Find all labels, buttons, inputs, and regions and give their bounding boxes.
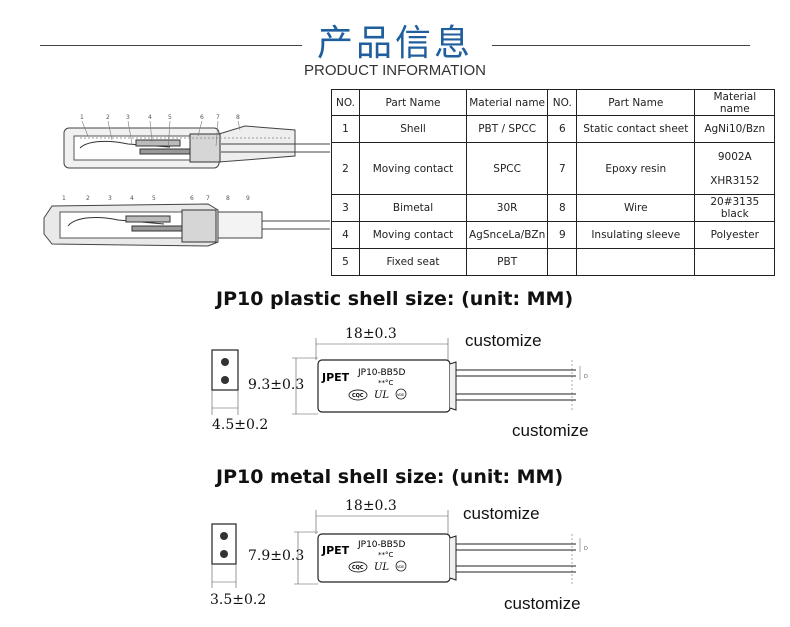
header-rule-right — [492, 45, 750, 46]
dim-d-label: D — [584, 374, 588, 380]
table-cell: Shell — [359, 115, 467, 143]
plastic-dimension-drawing: CQC UL VDE JPET JP10-BB5D **°C D — [211, 338, 588, 415]
cqc-mark: CQC — [352, 565, 364, 571]
table-cell: 9 — [547, 221, 578, 249]
callout-label: 8 — [236, 114, 240, 121]
metal-customize-top: customize — [463, 504, 540, 523]
table-cell: Bimetal — [359, 194, 467, 222]
page-title-en: PRODUCT INFORMATION — [304, 62, 486, 79]
callout-label: 6 — [200, 114, 204, 121]
metal-length-dim: 18±0.3 — [345, 498, 397, 514]
device-brand: JPET — [321, 371, 350, 384]
dim-d-label: D — [584, 546, 588, 552]
table-cell: 5 — [331, 248, 360, 276]
plastic-customize-top: customize — [465, 331, 542, 350]
plastic-section-title: JP10 plastic shell size: (unit: MM) — [216, 288, 574, 310]
table-cell: Polyester — [694, 221, 776, 249]
material-line: 9002A — [717, 150, 752, 163]
table-cell: 9002A XHR3152 — [694, 142, 776, 195]
callout-label: 1 — [62, 195, 66, 202]
column-header: Part Name — [359, 89, 467, 116]
ul-mark: UL — [374, 562, 389, 573]
table-cell: AgSnceLa/BZn — [465, 221, 549, 249]
plastic-height-dim: 9.3±0.3 — [248, 377, 305, 393]
table-cell: 1 — [331, 115, 360, 143]
callouts-top: 1 2 3 4 5 6 7 8 — [80, 114, 241, 151]
plastic-section-drawing — [63, 125, 330, 169]
material-line: XHR3152 — [710, 174, 760, 187]
page-title-cn: 产品信息 — [316, 23, 473, 64]
device-brand: JPET — [321, 544, 350, 557]
table-row: 3 Bimetal 30R 8 Wire 20#3135 black — [331, 194, 776, 222]
metal-section-title: JP10 metal shell size: (unit: MM) — [216, 466, 564, 488]
table-cell: 4 — [331, 221, 360, 249]
column-header: Part Name — [576, 89, 696, 116]
column-header: Material name — [465, 89, 549, 116]
table-cell: PBT / SPCC — [465, 115, 549, 143]
table-cell — [694, 248, 776, 276]
callout-label: 9 — [246, 195, 250, 202]
callout-label: 8 — [226, 195, 230, 202]
callouts-bottom: 1 2 3 4 5 6 7 8 9 — [62, 195, 250, 202]
table-cell: Moving contact — [359, 142, 467, 195]
table-cell: SPCC — [465, 142, 549, 195]
parts-table: NO. Part Name Material name NO. Part Nam… — [331, 89, 776, 276]
ul-mark: UL — [374, 390, 389, 401]
callout-label: 7 — [216, 114, 220, 121]
device-temp: **°C — [378, 379, 394, 387]
callout-label: 2 — [86, 195, 90, 202]
callout-label: 6 — [190, 195, 194, 202]
callout-label: 7 — [206, 195, 210, 202]
table-cell: 30R — [465, 194, 549, 222]
vde-mark: VDE — [397, 393, 404, 397]
column-header: Material name — [694, 89, 776, 116]
table-cell: Insulating sleeve — [576, 221, 696, 249]
callout-label: 3 — [108, 195, 112, 202]
plastic-customize-bottom: customize — [512, 421, 589, 440]
table-cell: Static contact sheet — [576, 115, 696, 143]
table-cell: 20#3135 black — [694, 194, 776, 222]
device-model: JP10-BB5D — [357, 368, 406, 378]
callout-label: 4 — [148, 114, 152, 121]
table-row: 5 Fixed seat PBT — [331, 248, 776, 276]
table-cell: 3 — [331, 194, 360, 222]
table-cell: 2 — [331, 142, 360, 195]
table-row: 4 Moving contact AgSnceLa/BZn 9 Insulati… — [331, 221, 776, 249]
device-temp: **°C — [378, 551, 394, 559]
table-cell: 7 — [547, 142, 578, 195]
table-cell — [547, 248, 578, 276]
callout-label: 2 — [106, 114, 110, 121]
table-cell: AgNi10/Bzn — [694, 115, 776, 143]
table-header-row: NO. Part Name Material name NO. Part Nam… — [331, 89, 776, 116]
cross-section-drawings: 1 2 3 4 5 6 7 8 1 2 3 4 5 6 7 8 9 — [43, 114, 330, 247]
callout-label: 5 — [152, 195, 156, 202]
metal-dimension-drawing: CQC UL VDE JPET JP10-BB5D **°C D — [211, 510, 588, 588]
plastic-length-dim: 18±0.3 — [345, 326, 397, 342]
cqc-mark: CQC — [352, 393, 364, 399]
callout-label: 4 — [130, 195, 134, 202]
table-row: 2 Moving contact SPCC 7 Epoxy resin 9002… — [331, 142, 776, 195]
device-model: JP10-BB5D — [357, 540, 406, 550]
callout-label: 3 — [126, 114, 130, 121]
table-cell — [576, 248, 696, 276]
metal-section-drawing — [43, 203, 330, 247]
callout-label: 5 — [168, 114, 172, 121]
table-cell: PBT — [465, 248, 549, 276]
metal-customize-bottom: customize — [504, 594, 581, 613]
column-header: NO. — [331, 89, 360, 116]
table-cell: Moving contact — [359, 221, 467, 249]
metal-height-dim: 7.9±0.3 — [248, 548, 305, 564]
table-cell: Epoxy resin — [576, 142, 696, 195]
vde-mark: VDE — [397, 565, 404, 569]
table-cell: Wire — [576, 194, 696, 222]
metal-width-dim: 3.5±0.2 — [210, 592, 267, 608]
table-cell: 8 — [547, 194, 578, 222]
table-cell: Fixed seat — [359, 248, 467, 276]
callout-label: 1 — [80, 114, 84, 121]
plastic-width-dim: 4.5±0.2 — [212, 417, 269, 433]
table-row: 1 Shell PBT / SPCC 6 Static contact shee… — [331, 115, 776, 143]
table-cell: 6 — [547, 115, 578, 143]
header-rule-left — [40, 45, 302, 46]
column-header: NO. — [547, 89, 578, 116]
